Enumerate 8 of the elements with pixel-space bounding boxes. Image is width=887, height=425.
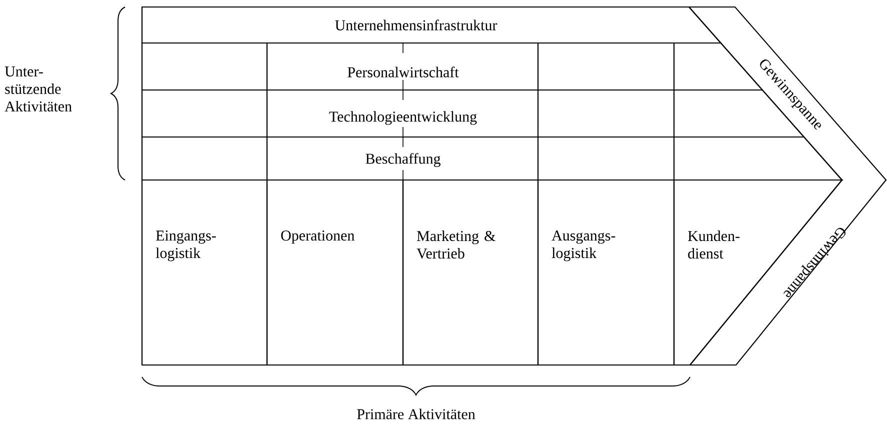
brace-label: Unter- stützende Aktivitäten — [4, 66, 72, 112]
activity-band: Beschaffung — [141, 136, 844, 181]
activity-band: Unternehmensinfrastruktur — [141, 6, 722, 44]
activity-cell: Ausgangs- logistik — [537, 179, 675, 366]
activity-cell: Operationen — [266, 179, 404, 366]
brace-label: Primäre Aktivitäten — [357, 408, 476, 420]
activity-cell: Eingangs- logistik — [141, 179, 268, 366]
activity-cell: Marketing & Vertrieb — [402, 179, 539, 366]
